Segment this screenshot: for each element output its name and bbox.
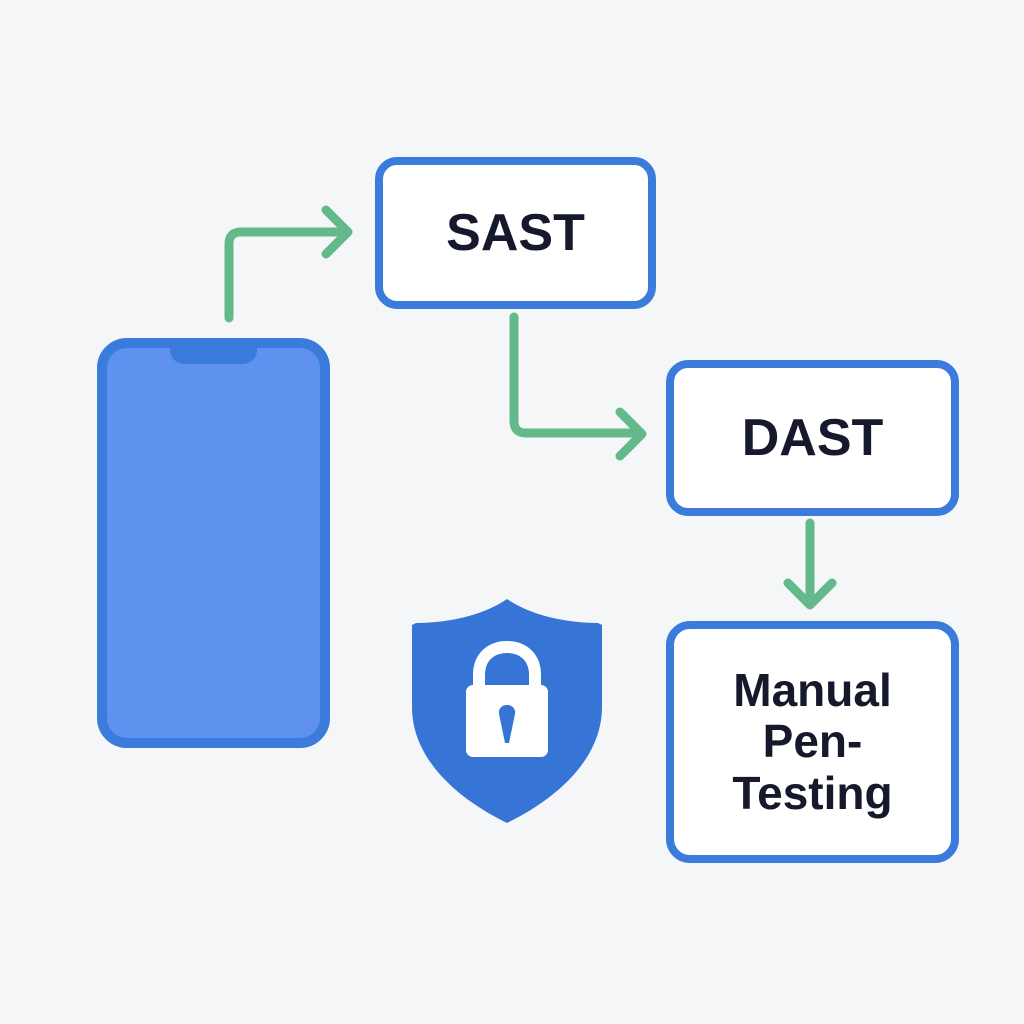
smartphone-icon [97,338,330,748]
manual-label-line-2: Pen- [762,715,863,768]
arrowhead-sast-to-dast [615,407,647,461]
sast-box: SAST [375,157,656,309]
arrowhead-phone-to-sast [321,205,353,259]
arrowhead-dast-to-manual [783,578,837,610]
manual-pen-testing-label: Manual Pen- Testing [732,663,893,820]
manual-pen-testing-box: Manual Pen- Testing [666,621,959,863]
lock-shackle [473,640,541,693]
arrow-sast-to-dast [509,312,641,438]
arrow-phone-to-sast [224,227,347,323]
manual-label-line-3: Testing [732,766,893,819]
dast-label: DAST [741,409,884,467]
shield-lock-icon [412,599,602,823]
manual-label-line-1: Manual [733,663,892,716]
lock-keyhole [498,705,516,743]
phone-notch [170,344,257,364]
dast-box: DAST [666,360,959,516]
sast-label: SAST [446,204,585,262]
